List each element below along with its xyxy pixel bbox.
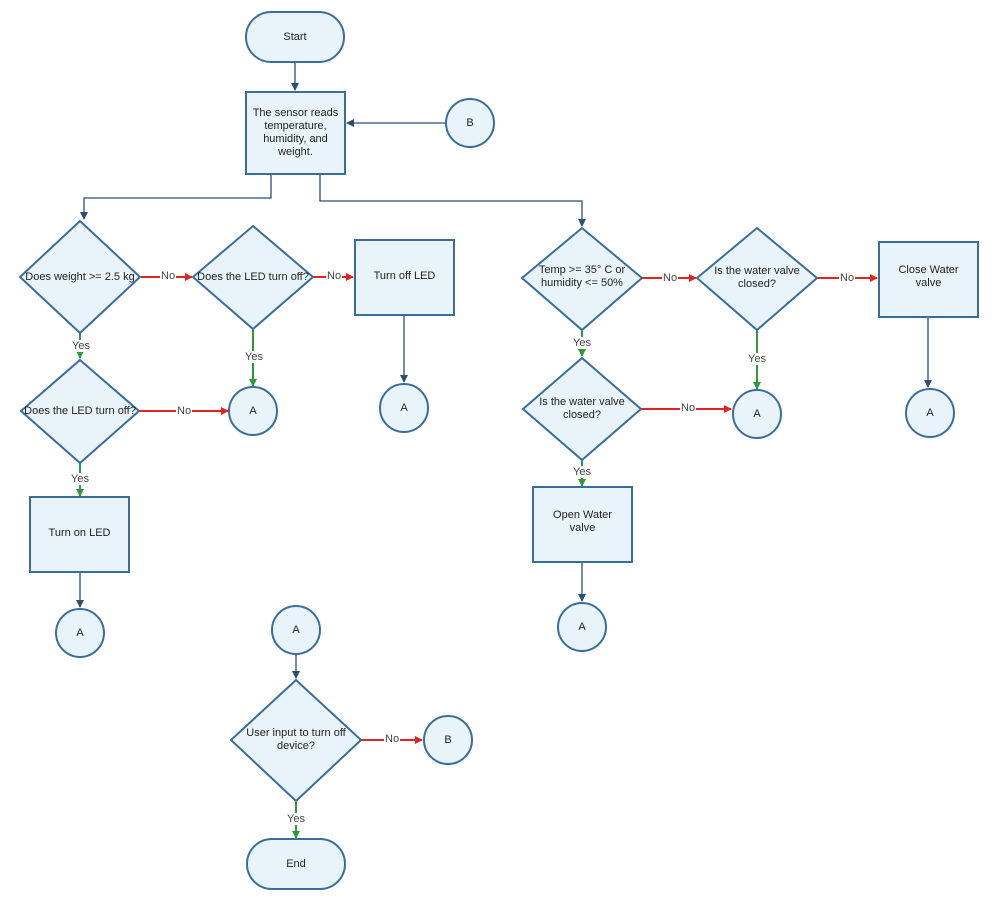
edge-label-yes-led1: Yes <box>244 351 264 363</box>
edge-label-no-user: No <box>384 733 401 745</box>
connector-a-5 <box>905 388 955 438</box>
connector-b-top <box>445 98 495 148</box>
edge-label-no-weight: No <box>160 270 177 282</box>
valve-closed-check-2-decision <box>521 356 643 462</box>
valve-closed-check-1-label: Is the water valve closed? <box>714 265 800 290</box>
sensor-process <box>245 91 346 175</box>
led-off-check-1-decision <box>191 224 315 331</box>
temp-check-decision <box>520 226 644 332</box>
turn-off-led-process <box>354 239 455 316</box>
temp-check-label: Temp >= 35° C or humidity <= 50% <box>538 264 626 289</box>
user-input-label: User input to turn off device? <box>246 727 346 752</box>
connector-a-8-label: A <box>292 623 300 636</box>
led-off-check-1-label: Does the LED turn off? <box>197 270 309 283</box>
connector-a-3-label: A <box>76 626 84 639</box>
connector-a-5-label: A <box>926 406 934 419</box>
turn-on-led-process <box>29 496 130 573</box>
led-off-check-2-label: Does the LED turn off? <box>24 404 136 417</box>
edge-sensor-weight <box>80 174 272 220</box>
connector-a-2 <box>379 383 429 433</box>
edge-label-yes-temp: Yes <box>572 337 592 349</box>
edge-label-yes-valve1: Yes <box>747 353 767 365</box>
connector-b-bottom <box>423 715 473 765</box>
weight-check-decision <box>18 219 142 335</box>
edge-label-no-valve2: No <box>680 402 697 414</box>
start-label: Start <box>283 30 307 43</box>
end-label: End <box>286 857 306 870</box>
edge-label-no-led2: No <box>176 405 193 417</box>
end-terminal <box>246 838 346 890</box>
edge-label-yes-user: Yes <box>286 813 306 825</box>
connector-a-3 <box>55 608 105 658</box>
connector-a-1 <box>228 386 278 436</box>
edge-label-no-led1: No <box>326 270 343 282</box>
connector-b-top-label: B <box>466 116 474 129</box>
user-input-decision <box>229 678 363 803</box>
turn-on-led-label: Turn on LED <box>48 526 111 539</box>
connector-a-7 <box>271 605 321 655</box>
sensor-label: The sensor reads temperature, humidity, … <box>252 107 339 158</box>
turn-off-led-label: Turn off LED <box>373 269 436 282</box>
open-valve-label: Open Water valve <box>553 509 612 534</box>
connector-a-4 <box>732 389 782 439</box>
connector-a-4-label: A <box>753 407 761 420</box>
edge-label-yes-weight: Yes <box>71 340 91 352</box>
start-terminal <box>245 11 345 63</box>
connector-b-bottom-label: B <box>444 733 452 746</box>
edge-sensor-temp <box>319 174 586 227</box>
close-valve-process <box>878 241 979 318</box>
weight-check-label: Does weight >= 2.5 kg <box>25 270 135 283</box>
close-valve-label: Close Water valve <box>898 264 959 289</box>
connector-a-2-label: A <box>400 401 408 414</box>
edge-label-yes-led2: Yes <box>70 473 90 485</box>
connector-a-7-label: A <box>578 620 586 633</box>
edge-label-yes-valve2: Yes <box>572 466 592 478</box>
open-valve-process <box>532 486 633 563</box>
led-off-check-2-decision <box>19 358 141 465</box>
edge-label-no-temp: No <box>662 272 679 284</box>
edge-label-no-valve1: No <box>839 272 856 284</box>
valve-closed-check-1-decision <box>695 226 819 332</box>
valve-closed-check-2-label: Is the water valve closed? <box>539 396 625 421</box>
connector-a-6 <box>557 602 607 652</box>
connector-a-1-label: A <box>249 404 257 417</box>
